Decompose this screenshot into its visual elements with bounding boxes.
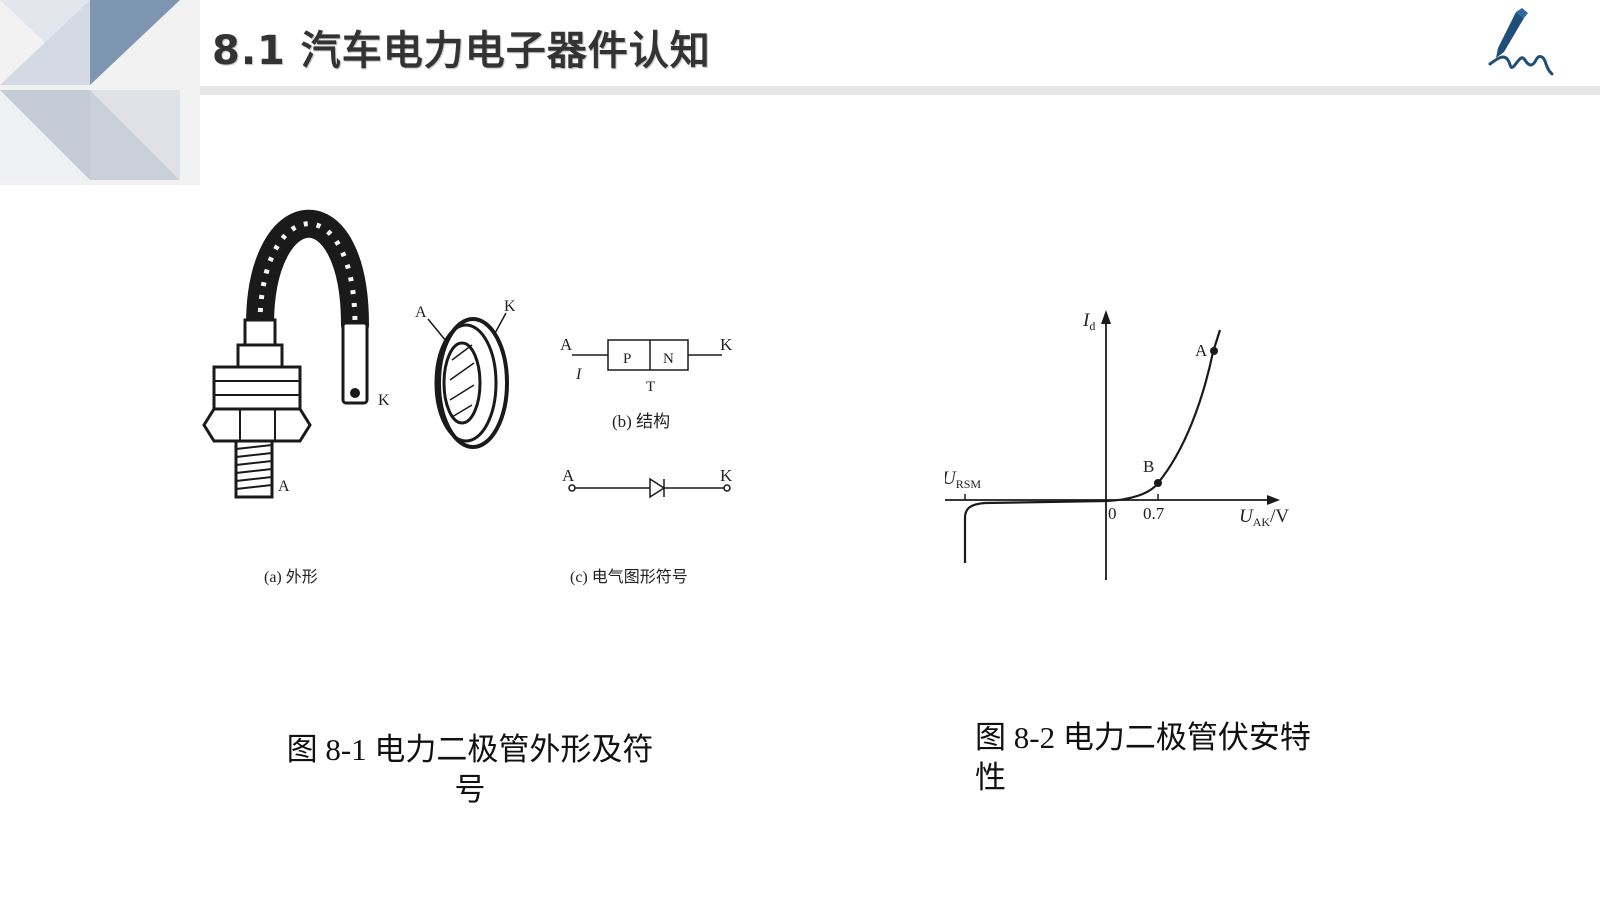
stud-a-label: A	[278, 478, 290, 495]
structure-k-label: K	[720, 335, 733, 354]
point-b-marker	[1154, 479, 1162, 487]
figure-8-2-caption-line1: 图 8-2 电力二极管伏安特	[975, 720, 1311, 755]
origin-label: 0	[1108, 504, 1117, 523]
lead-k-label: K	[378, 392, 390, 409]
symbol-caption: (c) 电气图形符号	[570, 568, 688, 586]
x-axis-label: UAK/V	[1239, 506, 1289, 529]
diode-appearance-drawing	[202, 209, 369, 499]
figure-8-2-caption-line2: 性	[975, 760, 1006, 795]
structure-t-label: T	[646, 379, 655, 395]
structure-n-label: N	[663, 351, 674, 367]
corner-decoration	[0, 0, 200, 185]
point-a-label: A	[1195, 341, 1208, 360]
point-b-label: B	[1143, 457, 1154, 476]
iv-axes	[945, 310, 1280, 580]
page-title: 8.1 汽车电力电子器件认知	[212, 28, 711, 74]
ursm-label: URSM	[945, 468, 981, 491]
ring-a-label: A	[415, 304, 427, 321]
figure-8-1-caption-line2: 号	[454, 772, 486, 807]
symbol-k-label: K	[720, 466, 733, 485]
figure-8-2-caption: 图 8-2 电力二极管伏安特 性	[975, 718, 1355, 798]
ring-k-label: K	[504, 298, 516, 315]
pen-signature-icon	[1488, 8, 1554, 76]
pn-structure-drawing	[572, 339, 722, 371]
point-a-marker	[1210, 347, 1218, 355]
tick-0-7-label: 0.7	[1143, 504, 1165, 523]
iv-curve	[963, 329, 1222, 563]
diode-symbol-drawing	[568, 477, 731, 499]
structure-p-label: P	[623, 351, 631, 367]
figure-8-1-caption-line1: 图 8-1 电力二极管外形及符	[286, 732, 654, 767]
figure-8-1-caption: 图 8-1 电力二极管外形及符 号	[270, 730, 670, 810]
structure-i-label: I	[575, 366, 582, 383]
figure-diode-appearance: K A A K A K P N I T (b) 结构 A K (a) 外形 (c…	[202, 209, 733, 586]
appearance-caption: (a) 外形	[264, 568, 318, 586]
structure-caption: (b) 结构	[612, 412, 670, 431]
y-axis-label: Id	[1082, 310, 1095, 333]
symbol-a-label: A	[562, 466, 575, 485]
figure-diode-iv-curve: Id A B URSM 0 0.7 UAK/V	[945, 310, 1289, 580]
header-divider	[200, 86, 1600, 95]
diode-ring-drawing	[427, 312, 509, 449]
structure-a-label: A	[560, 335, 573, 354]
